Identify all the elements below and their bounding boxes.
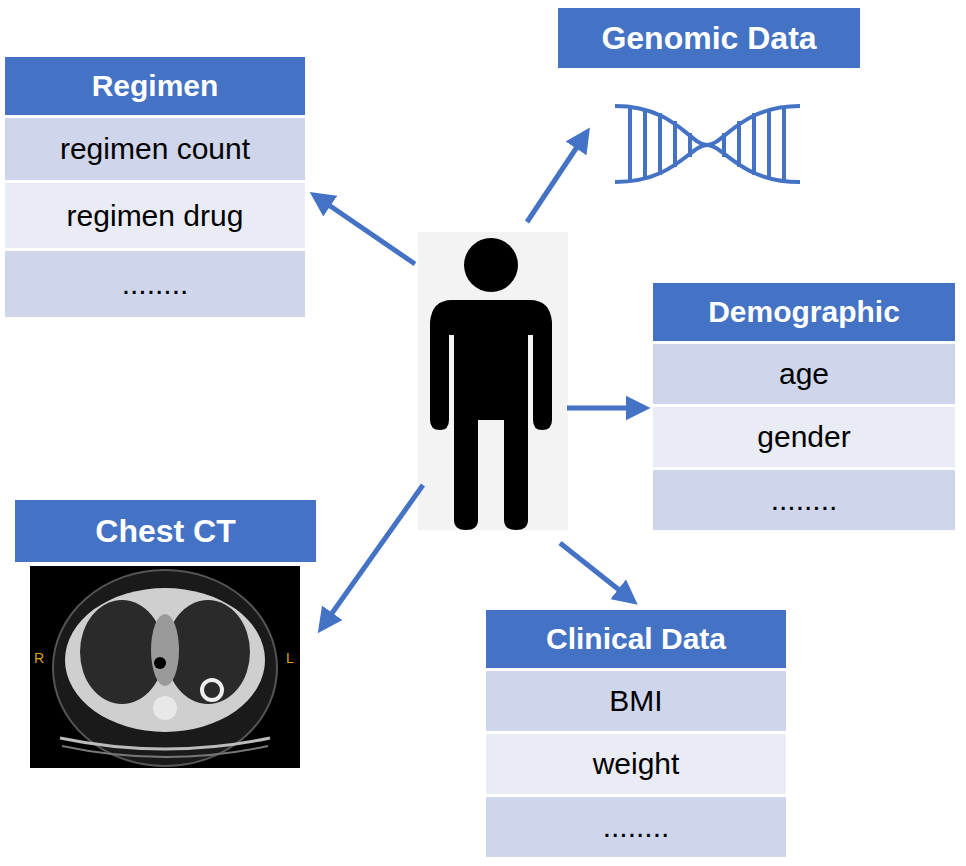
table-row: ........ [5, 251, 305, 317]
table-row: age [653, 344, 955, 404]
table-box: Demographicagegender........ [653, 283, 955, 530]
table-row: regimen count [5, 118, 305, 180]
arrows [320, 138, 638, 623]
table-row: ........ [486, 797, 786, 857]
table-row: BMI [486, 671, 786, 731]
table-header: Genomic Data [558, 8, 860, 68]
table-header: Chest CT [15, 500, 316, 562]
orientation-label: L [286, 650, 294, 666]
table-row: regimen drug [5, 183, 305, 248]
table-row: weight [486, 734, 786, 794]
table-header: Demographic [653, 283, 955, 341]
table-box: Clinical DataBMIweight........ [486, 610, 786, 857]
table-box: Genomic Data [558, 8, 860, 68]
table-header: Clinical Data [486, 610, 786, 668]
table-row: gender [653, 407, 955, 467]
person-background [418, 232, 568, 530]
table-header: Regimen [5, 57, 305, 115]
orientation-label: R [34, 650, 44, 666]
ct-image [30, 566, 300, 768]
dna-icon [615, 106, 800, 182]
table-box: Chest CT [15, 500, 316, 562]
table-box: Regimenregimen countregimen drug........ [5, 57, 305, 317]
table-row: ........ [653, 470, 955, 530]
person-figure [430, 238, 552, 530]
